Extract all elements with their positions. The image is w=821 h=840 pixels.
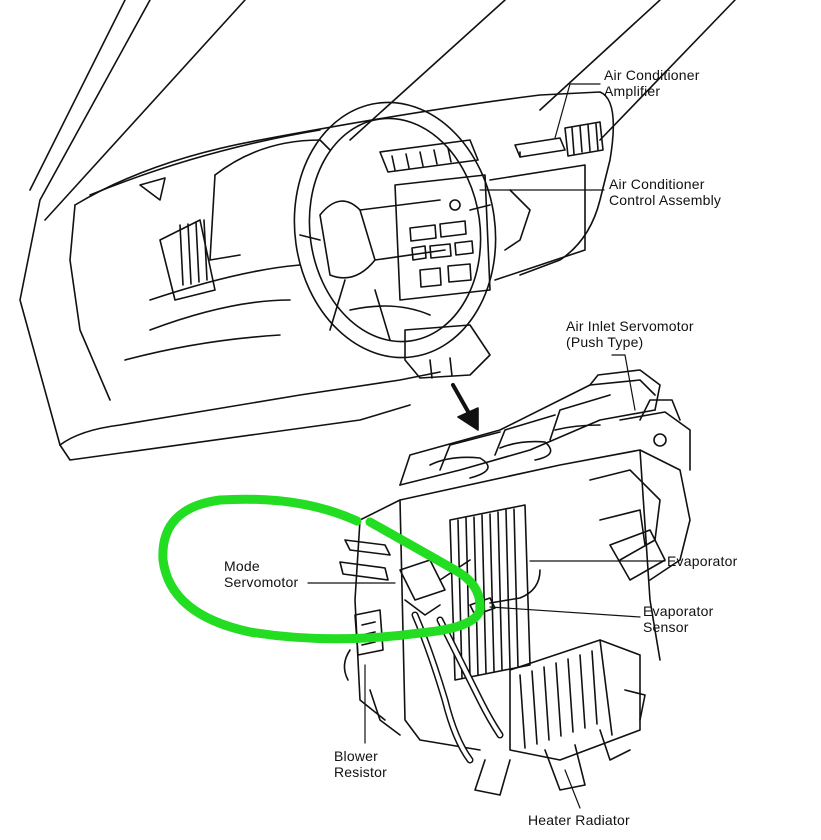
- dashboard-outline: [59, 91, 615, 461]
- label-blower-resistor: Blower Resistor: [334, 748, 387, 780]
- leader-lines: [307, 83, 666, 809]
- windshield-lines: [19, 0, 736, 446]
- arrow-down-icon: [451, 383, 479, 431]
- label-ac-amplifier: Air Conditioner Amplifier: [604, 67, 700, 99]
- steering-wheel: [293, 101, 497, 359]
- label-mode-servomotor: Mode Servomotor: [224, 558, 299, 590]
- label-heater-radiator: Heater Radiator: [528, 812, 630, 828]
- label-evaporator-sensor: Evaporator Sensor: [643, 603, 714, 635]
- label-air-inlet-servomotor: Air Inlet Servomotor (Push Type): [566, 318, 694, 350]
- highlight-loop: [158, 494, 485, 644]
- label-evaporator: Evaporator: [667, 553, 738, 569]
- label-ac-control-assembly: Air Conditioner Control Assembly: [609, 176, 722, 208]
